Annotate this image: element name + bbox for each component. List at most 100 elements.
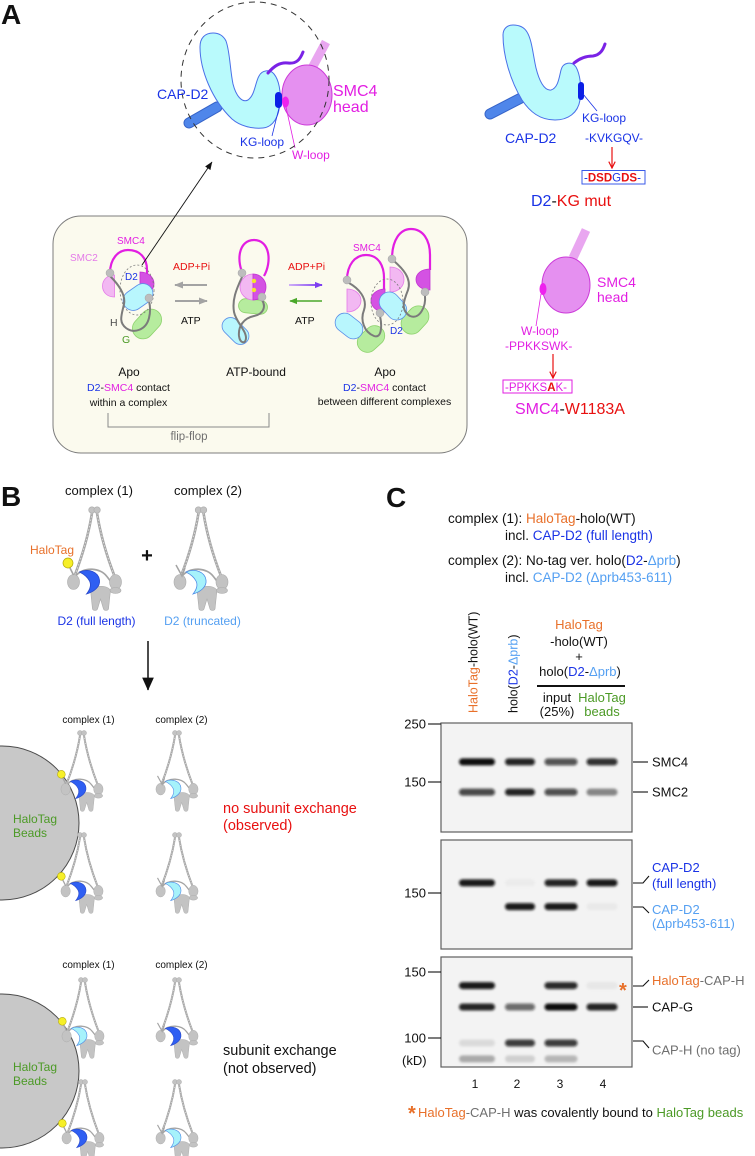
cap-d2-subunit [122,283,154,311]
mix-header-close: ) [617,664,621,679]
cap-d2-label: CAP-D2 [157,86,209,102]
lane-number: 2 [514,1077,521,1091]
cap-d2-tail [572,42,607,65]
smc-coiled-coil-right [177,981,194,1033]
smc-head-left [155,1030,166,1043]
smc4-head-label: SMC4 [597,274,636,290]
caption-contact-left-line2: within a complex [89,397,168,409]
sequence-segment-mutated: DSD [588,173,612,185]
cap-h-n-terminus-stub [156,877,166,888]
lane-headers: HaloTag-holo(WT) holo(D2-Δprb) HaloTag -… [467,612,626,719]
legend-complex-1-subunit: incl. CAP-D2 (full length) [505,528,653,543]
smc-coiled-coil-right-texture [178,837,193,887]
condensin-complex [57,832,104,914]
smc-head-left [155,783,166,796]
mutant-sequence: -PPKKSAK- [505,382,567,394]
smc-hinge-right [176,1079,182,1085]
panel-a: A CAP-D2 KG-loop W-loop SMC4 head [1,0,646,454]
smc-head-right-lobe [188,895,198,901]
sequence-segment-mutated: A [547,382,555,394]
smc-coiled-coil-right [83,1083,100,1135]
atp-label: ATP [181,315,201,327]
atp-molecule [251,278,257,284]
kg-loop-marker [578,82,584,100]
legend-complex-1: complex (1): HaloTag-holo(WT) [448,511,636,526]
lane-header-d2: D2 [507,669,521,685]
smc-coiled-coil-left [160,1083,177,1135]
band-label-subunit: -CAP-H [700,973,745,988]
outcome-status: (observed) [223,818,292,834]
w-loop-mutant: SMC4 head W-loop -PPKKSWK- -PPKKSAK- SMC… [502,228,636,418]
cap-h-n-terminus-stub [175,564,186,578]
gel-band-cap-g-lane-1 [459,1003,495,1011]
input-header: input [543,690,572,705]
cap-d2-truncated [70,1026,88,1047]
smc2-joint [237,268,247,278]
transition-right: ADP+Pi ATP [288,261,325,327]
d2-truncated-label: D2 (truncated) [164,614,241,628]
gel-band-cap-d2-lane-2 [505,879,535,886]
state-label-apo-right: Apo [374,365,396,379]
title-smc4: SMC4 [515,401,560,418]
bead-label: HaloTag [13,812,57,826]
band-label-cap-d2-truncated: CAP-D2 [652,902,700,917]
mutant-sequence: -DSDGDS- [584,173,641,185]
legend-subunit: CAP-D2 (Δprb453-611) [533,570,672,585]
kg-loop-mutant: KG-loop CAP-D2 -KVKGQV- -DSDGDS- D2-KG m… [484,24,646,210]
lane-number: 4 [600,1077,607,1091]
smc-coiled-coil-left [160,734,177,786]
caption-d2: D2 [343,382,357,394]
condensin-complex [155,1079,199,1156]
legend-close: ) [676,553,681,568]
smc-coiled-coil-right-texture [83,837,98,887]
blot-panel-smc-bands [459,758,618,796]
band-label-cap-h-no-tag: CAP-H (no tag) [652,1043,741,1058]
smc-coiled-coil-left [179,511,200,578]
cap-g-subunit [356,325,386,353]
caption-smc4: SMC4 [360,382,389,394]
halotag-icon [58,1017,67,1026]
transition-left: ADP+Pi ATP [173,261,210,327]
d2-full-length-label: D2 (full length) [57,614,135,628]
gel-band-halotag-cap-h-lane-1 [459,982,495,990]
beads-header-line2: beads [584,704,620,719]
cap-h-kleisin [109,275,152,332]
d2-label: D2 [125,272,138,283]
smc-coiled-coil-left-texture [180,512,199,577]
sequence-segment: - [637,173,641,185]
mix-header-pre: holo( [539,664,569,679]
band-pointer [633,1040,650,1049]
smc-head-right-lobe [188,793,198,799]
smc-arms [238,238,270,277]
legend-prefix: complex (2): No-tag ver. holo( [448,553,626,568]
smc4-head-label-line2: head [597,289,628,305]
lane-header-rest: -holo(WT) [467,612,481,668]
plus-sign: + [141,545,153,567]
cap-d2-truncated [185,570,207,595]
complex-2-label: complex (2) [174,483,242,498]
smc-coiled-coil-left-texture [161,1084,176,1134]
cap-d2-subunit [334,312,364,340]
cap-g-subunit [78,894,95,914]
smc4-arm [108,248,149,283]
smc2-head [389,266,405,293]
gel-band-smc4-lane-2 [505,758,535,766]
halotag-linker [61,777,67,784]
smc-coiled-coil-right [202,511,223,578]
cap-g-subunit [78,792,95,812]
flip-flop-bracket [107,413,270,428]
gel-band-cap-d2-lane-1 [459,879,495,887]
scenario-complexes [57,730,199,914]
halotag-icon [62,557,74,569]
gel-band-smc4-lane-3 [544,758,578,766]
bead-label-line2: Beads [13,1074,47,1088]
blot-panel-cap-d2-bands [459,879,618,911]
atp-bound-state [221,238,270,345]
smc-hinge-right [82,1079,88,1085]
atpase-cycle-box: SMC4 SMC2 D2 H G ADP+Pi ATP [52,215,468,454]
complex-right [378,227,432,335]
smc-head-left [60,783,71,796]
smc-coiled-coil-left-texture [67,1084,82,1134]
legend-incl: incl. [505,528,533,543]
complex-legend: complex (1): HaloTag-holo(WT) incl. CAP-… [448,511,681,585]
